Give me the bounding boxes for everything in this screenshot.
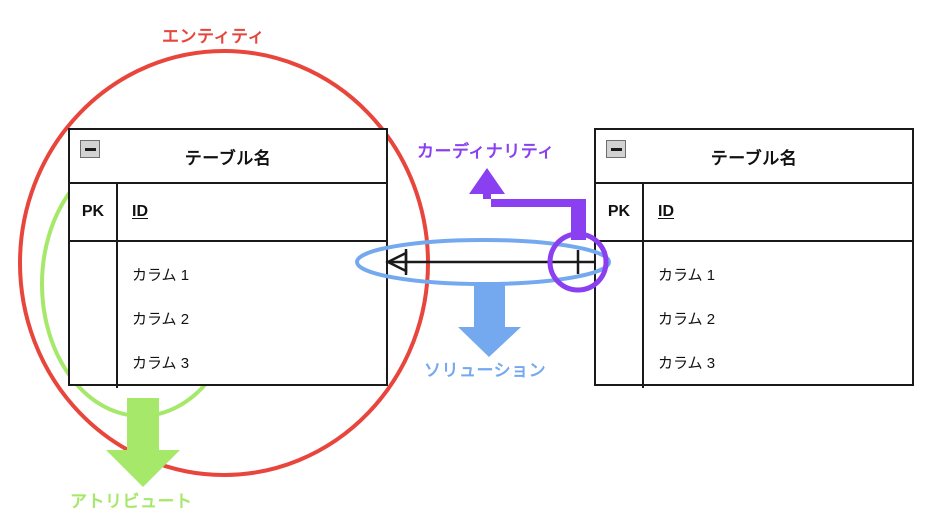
minus-glyph xyxy=(84,147,96,151)
list-item: カラム 2 xyxy=(658,311,716,328)
annotation-label-solution: ソリューション xyxy=(424,361,547,380)
attribute-list: カラム 1 カラム 2 カラム 3 xyxy=(118,242,386,388)
minus-box-icon[interactable] xyxy=(80,140,100,158)
relationship-connector[interactable] xyxy=(385,249,594,275)
minus-box-icon[interactable] xyxy=(606,140,626,158)
minus-glyph xyxy=(610,147,622,151)
list-item: カラム 1 xyxy=(658,267,716,284)
attribute-key-cell xyxy=(596,242,644,388)
er-table-right[interactable]: テーブル名 PK ID カラム 1 カラム 2 カラム 3 xyxy=(594,128,914,388)
er-table-left[interactable]: テーブル名 PK ID カラム 1 カラム 2 カラム 3 xyxy=(68,128,388,388)
list-item: カラム 3 xyxy=(658,355,716,372)
table-title: テーブル名 xyxy=(184,148,272,168)
table-header: テーブル名 xyxy=(596,130,912,184)
solution-down-arrow xyxy=(458,284,521,357)
annotation-label-entity: エンティティ xyxy=(162,27,265,46)
key-field-cell: ID xyxy=(118,184,386,240)
cardinality-elbow-arrow xyxy=(469,168,586,240)
key-field-label: ID xyxy=(132,203,148,220)
attribute-list: カラム 1 カラム 2 カラム 3 xyxy=(644,242,912,388)
table-title: テーブル名 xyxy=(710,148,798,168)
key-type-label: PK xyxy=(81,203,105,220)
attribute-down-arrow xyxy=(106,398,180,487)
table-header: テーブル名 xyxy=(70,130,386,184)
annotation-label-cardinality: カーディナリティ xyxy=(417,142,555,161)
key-field-cell: ID xyxy=(644,184,912,240)
key-type-cell: PK xyxy=(596,184,644,240)
key-field-label: ID xyxy=(658,203,674,220)
list-item: カラム 2 xyxy=(132,311,190,328)
key-type-cell: PK xyxy=(70,184,118,240)
attribute-key-cell xyxy=(70,242,118,388)
solution-ellipse-annotation xyxy=(355,238,611,286)
table-attribute-row: カラム 1 カラム 2 カラム 3 xyxy=(70,242,386,388)
list-item: カラム 3 xyxy=(132,355,190,372)
key-type-label: PK xyxy=(607,203,631,220)
table-key-row: PK ID xyxy=(596,184,912,242)
list-item: カラム 1 xyxy=(132,267,190,284)
table-attribute-row: カラム 1 カラム 2 カラム 3 xyxy=(596,242,912,388)
annotation-label-attribute: アトリビュート xyxy=(70,492,193,511)
table-key-row: PK ID xyxy=(70,184,386,242)
